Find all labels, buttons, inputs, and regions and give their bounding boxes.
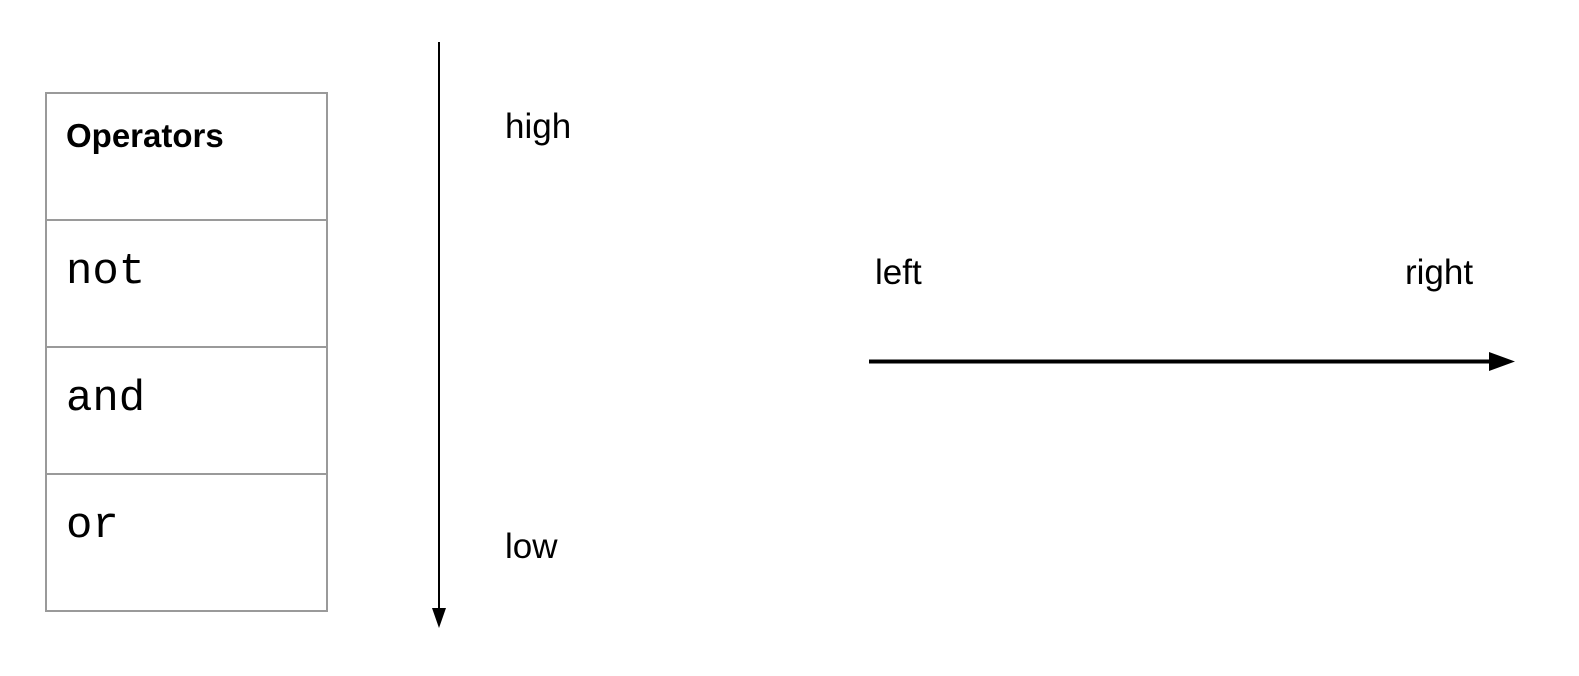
operator-or: or (66, 501, 119, 551)
precedence-arrowhead-down (432, 608, 446, 628)
table-header-label: Operators (66, 117, 224, 154)
associativity-right-label: right (1405, 253, 1474, 292)
precedence-high-label: high (505, 107, 572, 146)
operators-table: Operators not and or (45, 92, 328, 612)
precedence-low-label: low (505, 527, 558, 566)
associativity-arrowhead-right (1489, 352, 1515, 371)
table-row: not (47, 221, 326, 348)
associativity-left-label: left (875, 253, 922, 292)
associativity-arrow (869, 352, 1515, 371)
table-row: or (47, 475, 326, 612)
precedence-arrow (432, 42, 446, 628)
table-row: and (47, 348, 326, 475)
operator-and: and (66, 374, 146, 424)
table-header-cell: Operators (47, 94, 326, 221)
operator-not: not (66, 247, 146, 297)
